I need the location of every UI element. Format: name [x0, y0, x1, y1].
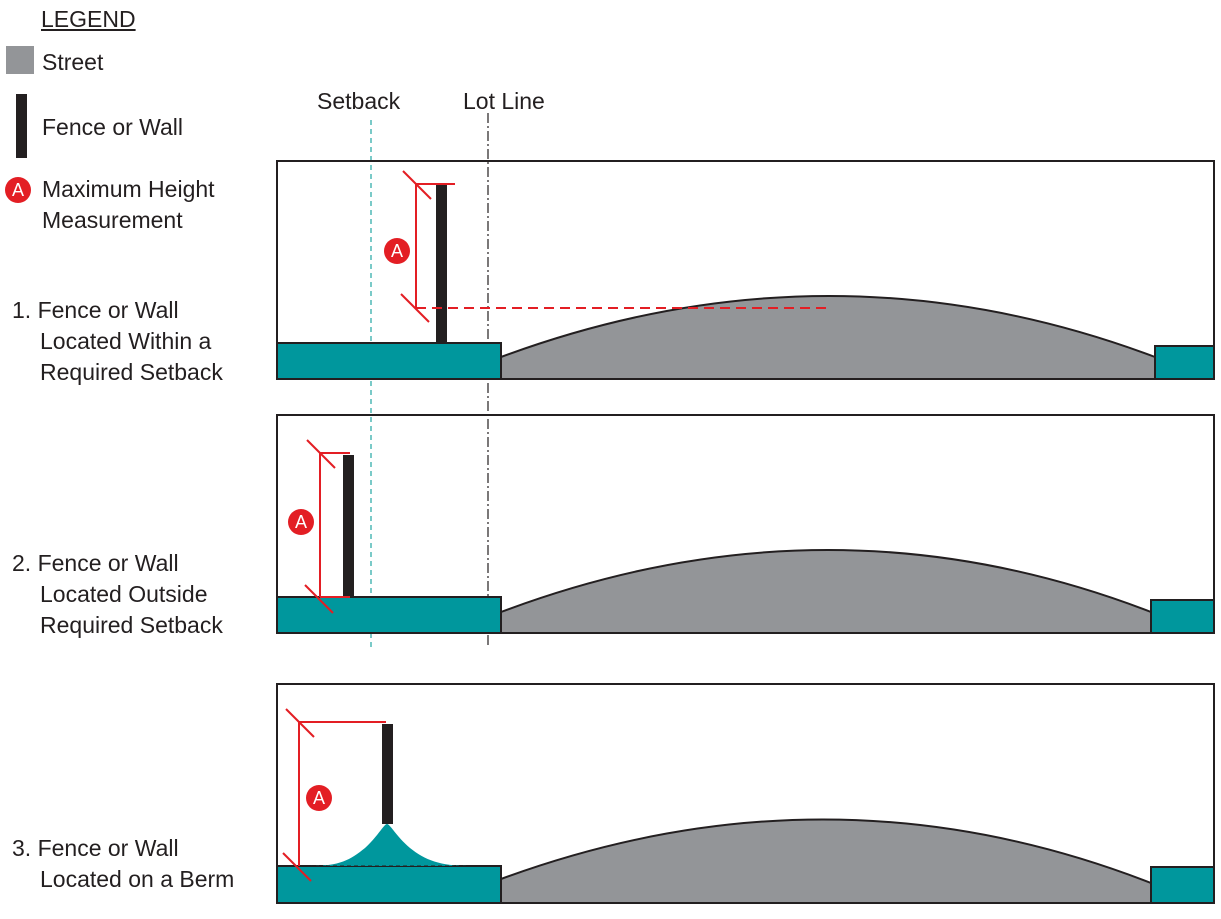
panel-1 [276, 160, 1215, 380]
measure-tick [400, 293, 430, 323]
legend-label-max-height: Maximum Height [42, 176, 215, 202]
measure-tick [306, 439, 336, 469]
height-badge-icon: A [5, 177, 31, 203]
street-crown [500, 818, 1152, 904]
ground-right [1150, 866, 1215, 904]
ground-right [1154, 345, 1215, 380]
measure-tick [402, 170, 432, 200]
case-line: Located Outside [40, 581, 208, 607]
street-crown [500, 549, 1152, 634]
legend-label-fence: Fence or Wall [42, 114, 184, 140]
case-number: 2. [12, 550, 32, 576]
setback-label: Setback [317, 88, 401, 114]
legend-label-measurement: Measurement [42, 207, 183, 233]
measure-tick [282, 852, 312, 882]
measure-tick [304, 584, 334, 614]
ground-left [276, 342, 502, 380]
measure-tick [285, 708, 315, 738]
case-line: Required Setback [40, 612, 223, 638]
height-badge-icon: A [384, 238, 410, 264]
panel-3 [276, 683, 1215, 904]
case-line: Located Within a [40, 328, 212, 354]
street-crown [500, 295, 1156, 380]
case-number: 3. [12, 835, 32, 861]
lot-line-label: Lot Line [463, 88, 545, 114]
height-badge-icon: A [306, 785, 332, 811]
ground-right [1150, 599, 1215, 634]
case-line: Located on a Berm [40, 866, 235, 892]
panel-2 [276, 414, 1215, 634]
berm [310, 824, 470, 866]
case-line: Fence or Wall [37, 550, 179, 576]
ground-left [276, 596, 502, 634]
fence [343, 455, 354, 597]
case-number: 1. [12, 297, 32, 323]
fence [436, 184, 447, 343]
street-swatch-icon [6, 46, 34, 74]
case-line: Fence or Wall [37, 835, 179, 861]
case-line: Fence or Wall [37, 297, 179, 323]
ground-left [276, 865, 502, 904]
case-line: Required Setback [40, 359, 223, 385]
legend-label-street: Street [42, 49, 104, 75]
legend-title: LEGEND [41, 6, 136, 32]
height-badge-icon: A [288, 509, 314, 535]
fence [382, 724, 393, 824]
fence-swatch-icon [16, 94, 27, 158]
